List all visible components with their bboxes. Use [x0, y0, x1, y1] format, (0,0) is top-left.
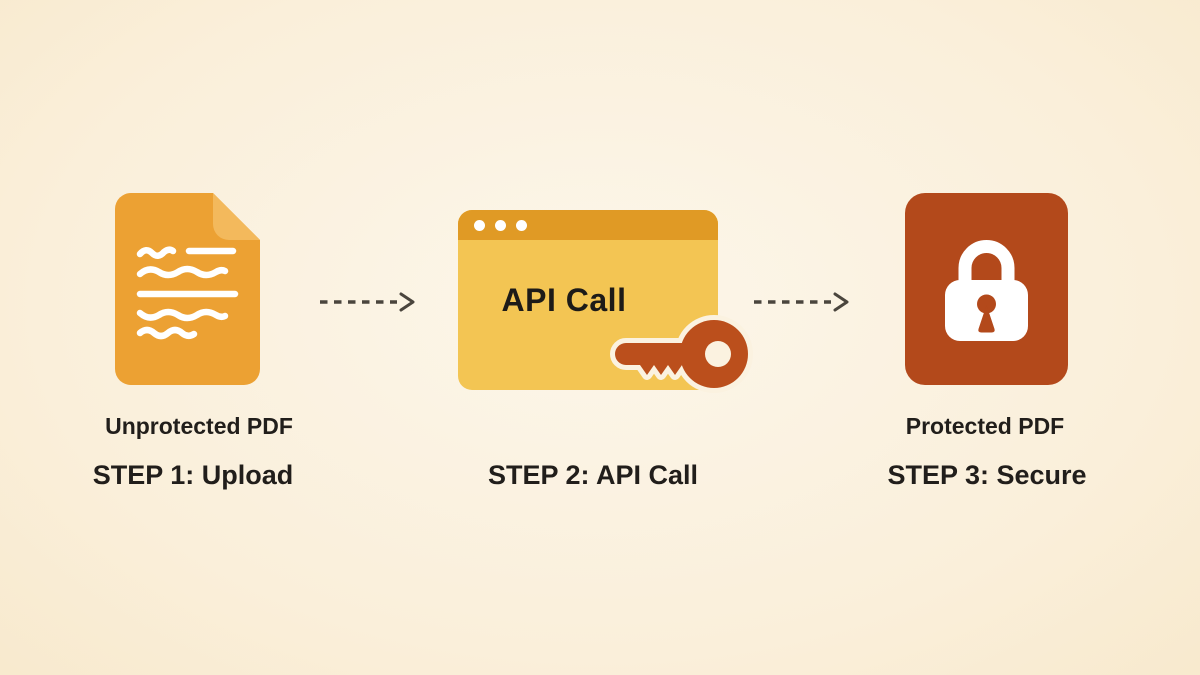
dashed-arrow-1-icon: [320, 292, 415, 312]
step-3-label: STEP 3: Secure: [887, 460, 1087, 490]
api-call-label: API Call: [501, 282, 627, 318]
key-icon: [610, 315, 753, 393]
padlock-icon: [945, 240, 1028, 341]
caption-unprotected-pdf: Unprotected PDF: [105, 413, 293, 439]
step-2-label: STEP 2: API Call: [487, 460, 699, 490]
step-2-group: API Call: [458, 210, 753, 393]
window-dot-icon: [495, 219, 506, 231]
window-dot-icon: [516, 219, 527, 231]
caption-protected-pdf: Protected PDF: [905, 413, 1065, 439]
step-1-group: [115, 193, 260, 385]
browser-titlebar: [458, 210, 718, 240]
window-dot-icon: [474, 219, 485, 231]
document-icon: [115, 193, 260, 385]
step-1-label: STEP 1: Upload: [92, 460, 294, 490]
dashed-arrow-2-icon: [754, 292, 849, 312]
step-3-group: [905, 193, 1068, 385]
